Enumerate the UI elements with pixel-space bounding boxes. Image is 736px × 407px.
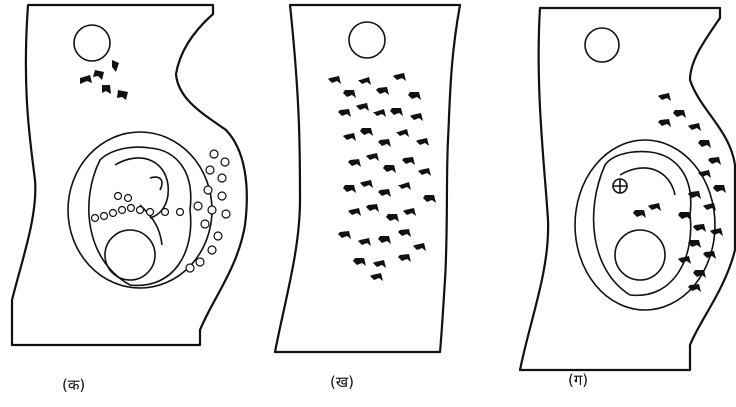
antibody-glyph (348, 159, 361, 167)
antibody-glyph (708, 157, 721, 165)
antibody-glyph (360, 128, 373, 136)
antibody-glyph (386, 214, 399, 222)
antibody-glyph (408, 92, 421, 100)
uterus-ga (575, 140, 715, 310)
antibody-glyph (383, 165, 396, 173)
antibody-glyph (353, 258, 366, 266)
caption-ga: (ग) (568, 370, 588, 390)
antibody-glyph (698, 140, 711, 148)
antibody-glyph (393, 73, 406, 81)
antibody-glyph (402, 157, 415, 165)
antibody-glyph (360, 180, 373, 188)
antibody-glyph (658, 93, 671, 101)
antibody-glyph (328, 76, 341, 84)
antibody-glyph (633, 210, 646, 218)
antibody-glyph (358, 238, 371, 246)
fetus-ka (105, 158, 168, 280)
antibody-glyph (378, 139, 391, 147)
antibody-glyph (688, 240, 701, 248)
antibody-glyph (423, 195, 436, 203)
panel-ga (520, 8, 735, 370)
antibody-glyph (343, 133, 356, 141)
antibody-glyph (396, 129, 409, 137)
body-outline-ka (12, 5, 247, 345)
antibody-cluster-kha (328, 73, 436, 281)
antibody-glyph (378, 189, 391, 197)
antibody-glyph (410, 113, 423, 121)
antibody-glyph (358, 77, 371, 85)
panel-kha (275, 5, 460, 352)
antibody-glyph (688, 123, 701, 131)
antibody-glyph (398, 229, 411, 237)
antibody-glyph (678, 212, 691, 220)
antibody-glyph (418, 168, 431, 176)
antibody-glyph (710, 228, 723, 236)
antibody-glyph (390, 108, 403, 116)
antibody-glyph (398, 182, 411, 190)
head-circle-ka (74, 25, 110, 61)
antibody-glyph (658, 119, 671, 127)
antibody-glyph (370, 273, 383, 281)
antibody-glyph (678, 256, 691, 264)
antibody-glyph (343, 90, 356, 98)
antibody-glyph (693, 270, 706, 278)
antibody-glyph (378, 236, 391, 244)
antibody-glyph (648, 203, 661, 211)
head-circle-kha (349, 22, 385, 58)
antibody-glyph (398, 254, 411, 262)
antibody-glyph (403, 208, 416, 216)
antibody-glyph (673, 110, 686, 118)
antibody-glyph (693, 224, 706, 232)
body-outline-ga (520, 8, 735, 370)
antibody-glyph (416, 138, 429, 146)
antibody-glyph (338, 231, 351, 239)
fetus-ga (613, 168, 675, 280)
caption-kha: (ख) (330, 372, 354, 392)
antibody-cluster-ga (633, 93, 726, 292)
antibody-glyph (413, 243, 426, 251)
antibody-glyph (373, 260, 386, 268)
antibody-glyph (373, 109, 386, 117)
amniotic-sac-ga (594, 152, 691, 296)
antibody-glyph (366, 153, 379, 161)
antibody-glyph (348, 208, 361, 216)
panel-ka (12, 5, 247, 345)
antibody-glyph (343, 185, 356, 193)
antibody-cluster-ka (80, 60, 128, 100)
caption-ka: (क) (62, 375, 85, 395)
antibody-glyph (356, 103, 369, 111)
body-outline-kha (275, 5, 460, 352)
antibody-glyph (376, 87, 389, 95)
head-circle-ga (585, 28, 619, 62)
antibody-glyph (713, 185, 726, 193)
antibody-glyph (366, 204, 379, 212)
antibody-glyph (338, 109, 351, 117)
